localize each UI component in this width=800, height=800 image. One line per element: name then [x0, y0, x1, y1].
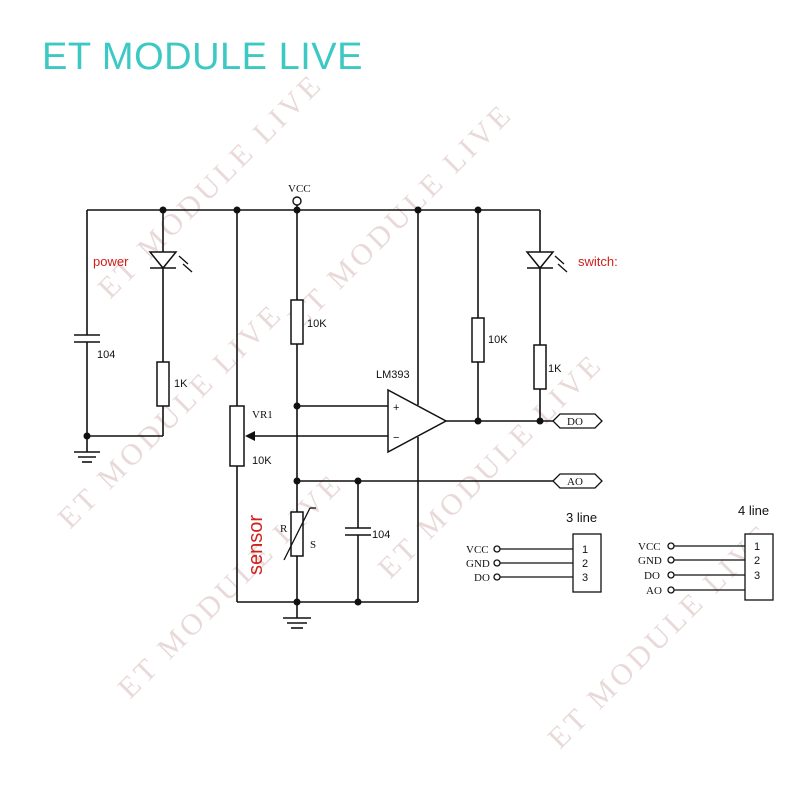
sensor-thermistor: R S sensor: [245, 507, 316, 602]
r-10k-right-label: 10K: [488, 334, 508, 346]
cap1-label: 104: [97, 349, 115, 361]
sensor-label: sensor: [245, 515, 267, 575]
bottom-rail: [237, 437, 419, 629]
connector3-pin-num: 1: [582, 544, 588, 556]
connector4-pin-1: VCC 1: [638, 541, 760, 553]
r-10k-mid-label: 10K: [307, 318, 327, 330]
cap2-label: 104: [372, 529, 390, 541]
r-1k-left-label: 1K: [174, 378, 188, 390]
sensor-r-label: R: [280, 523, 288, 535]
connector3-pin-2: GND 2: [466, 558, 588, 570]
connector3-pin-num: 2: [582, 558, 588, 570]
connector3-pin-name: DO: [474, 572, 490, 584]
connector4-pin-num: 2: [754, 555, 760, 567]
power-label: power: [93, 254, 129, 269]
switch-label: switch:: [578, 254, 618, 269]
left-ground: [74, 432, 163, 463]
connector4-pin-num: 1: [754, 541, 760, 553]
top-rail: VCC: [87, 183, 540, 214]
connector-3-line: 3 line VCC 1 GND 2 DO 3: [466, 510, 602, 593]
vr1-label: VR1: [252, 409, 273, 421]
connector3-title: 3 line: [566, 510, 597, 525]
connector3-pin-num: 3: [582, 572, 588, 584]
do-label: DO: [567, 416, 583, 428]
resistor-10k-right: 10K: [471, 210, 508, 421]
connector3-pin-1: VCC 1: [466, 544, 588, 556]
switch-led: switch:: [525, 210, 618, 345]
connector4-pin-name: DO: [644, 570, 660, 582]
connector-4-line: 4 line VCC 1 GND 2 DO 3 AO: [638, 503, 774, 601]
sensor-s-label: S: [310, 539, 316, 551]
capacitor-104-right: 104: [345, 481, 390, 602]
ao-output-terminal: AO: [297, 473, 603, 489]
opamp-minus: −: [393, 432, 399, 444]
connector4-pin-name: GND: [638, 555, 662, 567]
connector4-pin-4: AO: [646, 585, 745, 597]
vr1-value: 10K: [252, 455, 272, 467]
resistor-1k-left: 1K: [156, 361, 188, 436]
connector3-pin-name: GND: [466, 558, 490, 570]
vcc-label: VCC: [288, 183, 311, 195]
opamp-plus: +: [393, 402, 399, 414]
potentiometer-vr1: VR1 10K: [229, 210, 273, 602]
page-title: ET MODULE LIVE: [42, 36, 363, 78]
r-1k-right-label: 1K: [548, 363, 562, 375]
opamp-label: LM393: [376, 369, 410, 381]
ao-label: AO: [567, 476, 583, 488]
connector3-pin-name: VCC: [466, 544, 489, 556]
connector4-pin-num: 3: [754, 570, 760, 582]
connector4-pin-name: AO: [646, 585, 662, 597]
do-output-terminal: DO: [552, 413, 603, 429]
vcc-terminal: [292, 196, 302, 206]
power-led: power: [93, 210, 193, 362]
connector4-pin-3: DO 3: [644, 570, 760, 582]
connector4-title: 4 line: [738, 503, 769, 518]
connector3-pin-3: DO 3: [474, 572, 588, 584]
resistor-1k-right: 1K: [533, 344, 562, 421]
resistor-10k-mid: 10K: [290, 210, 327, 512]
connector4-pin-2: GND 2: [638, 555, 760, 567]
watermark-text-5: ET MODULE LIVE: [112, 467, 350, 705]
capacitor-104-left: 104: [74, 210, 115, 436]
connector4-pin-name: VCC: [638, 541, 661, 553]
watermark-text-2: ET MODULE LIVE: [282, 97, 520, 335]
